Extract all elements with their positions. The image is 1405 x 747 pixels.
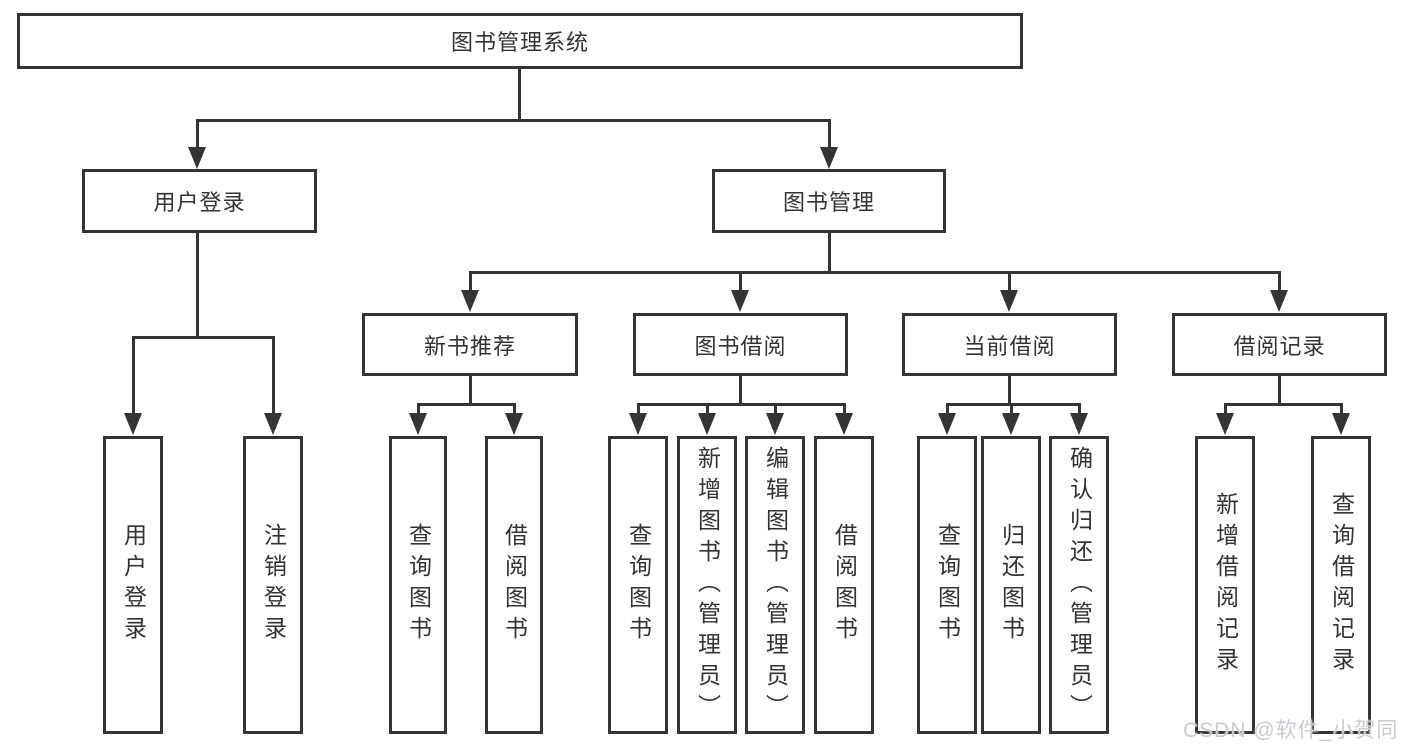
arrowhead-m2-c1 (1002, 413, 1020, 435)
connector-m2-stem (1008, 375, 1011, 405)
connector-m3-c0-drop (1224, 403, 1227, 416)
connector-m0-c1-drop (513, 403, 516, 416)
leaf-borrow-book-label: 借阅图书 (831, 523, 858, 647)
connector-m1-c3-drop (843, 403, 846, 416)
leaf-query-borrow-record-label: 查询借阅记录 (1328, 492, 1355, 678)
arrowhead-login (124, 413, 142, 435)
arrowhead-m2-c0 (938, 413, 956, 435)
leaf-new-book-borrow: 借阅图书 (485, 436, 543, 734)
arrowhead-book-borrow (731, 290, 749, 312)
node-current-borrowing-label: 当前借阅 (963, 333, 1056, 359)
leaf-current-query: 查询图书 (917, 436, 977, 734)
node-user-login-label: 用户登录 (153, 190, 246, 215)
connector-m1-c2-drop (774, 403, 777, 416)
arrowhead-current-borrow (1000, 290, 1018, 312)
arrowhead-borrow-record (1270, 290, 1288, 312)
node-user-login: 用户登录 (82, 169, 317, 233)
arrowhead-new-book (461, 290, 479, 312)
arrowhead-m0-c1 (505, 413, 523, 435)
leaf-confirm-return-admin-label: 确认归还（管理员） (1066, 445, 1093, 725)
leaf-add-book-admin-label: 新增图书（管理员） (694, 445, 721, 725)
connector-m1-stem (739, 375, 742, 405)
node-book-management-label: 图书管理 (782, 190, 875, 215)
connector-m1-c1-drop (706, 403, 709, 416)
leaf-new-book-borrow-label: 借阅图书 (501, 523, 528, 647)
node-new-book-recommend: 新书推荐 (362, 313, 578, 376)
connector-book-borrow-drop (739, 271, 742, 293)
connector-m1-c0-drop (637, 403, 640, 416)
leaf-logout-label: 注销登录 (260, 523, 287, 647)
arrowhead-m1-c2 (766, 413, 784, 435)
node-book-management: 图书管理 (712, 169, 946, 233)
connector-m1-bus (637, 403, 846, 406)
arrowhead-m0-c0 (409, 413, 427, 435)
node-borrowing-records-label: 借阅记录 (1233, 333, 1326, 359)
connector-root-stem (518, 68, 521, 121)
node-book-borrowing-label: 图书借阅 (694, 333, 787, 359)
leaf-add-borrow-record-label: 新增借阅记录 (1212, 492, 1239, 678)
leaf-new-book-query: 查询图书 (389, 436, 447, 734)
leaf-edit-book-admin: 编辑图书（管理员） (745, 436, 805, 734)
leaf-add-borrow-record: 新增借阅记录 (1195, 436, 1255, 734)
leaf-return-book: 归还图书 (981, 436, 1041, 734)
connector-m0-c0-drop (417, 403, 420, 416)
node-book-borrowing: 图书借阅 (633, 313, 848, 376)
connector-borrow-record-drop (1278, 271, 1281, 293)
leaf-user-login: 用户登录 (103, 436, 163, 734)
leaf-add-book-admin: 新增图书（管理员） (677, 436, 737, 734)
arrowhead-user-login (188, 147, 206, 169)
arrowhead-m1-c1 (698, 413, 716, 435)
arrowhead-m1-c3 (835, 413, 853, 435)
leaf-logout: 注销登录 (243, 436, 303, 734)
arrowhead-book-mgmt (820, 147, 838, 169)
leaf-new-book-query-label: 查询图书 (405, 523, 432, 647)
node-root: 图书管理系统 (17, 13, 1023, 69)
node-new-book-recommend-label: 新书推荐 (423, 333, 516, 359)
arrowhead-logout (264, 413, 282, 435)
node-root-label: 图书管理系统 (450, 30, 589, 55)
connector-modules-bus (469, 271, 1281, 274)
connector-user-login-drop (196, 119, 199, 150)
connector-new-book-drop (469, 271, 472, 293)
connector-login-drop (132, 336, 135, 416)
arrowhead-m3-c0 (1216, 413, 1234, 435)
csdn-watermark: CSDN @软件_小贺同学 (1183, 719, 1399, 742)
connector-book-mgmt-stem (828, 232, 831, 273)
leaf-borrow-query: 查询图书 (608, 436, 668, 734)
arrowhead-m2-c2 (1070, 413, 1088, 435)
node-borrowing-records: 借阅记录 (1172, 313, 1387, 376)
leaf-query-borrow-record: 查询借阅记录 (1311, 436, 1371, 734)
connector-m2-c2-drop (1078, 403, 1081, 416)
leaf-edit-book-admin-label: 编辑图书（管理员） (762, 445, 789, 725)
leaf-borrow-query-label: 查询图书 (625, 523, 652, 647)
connector-root-bus (196, 119, 831, 122)
connector-logout-drop (272, 336, 275, 416)
connector-m2-bus (946, 403, 1081, 406)
connector-m3-bus (1224, 403, 1343, 406)
node-current-borrowing: 当前借阅 (902, 313, 1117, 376)
connector-current-borrow-drop (1008, 271, 1011, 293)
connector-m0-stem (469, 375, 472, 405)
connector-user-login-stem (196, 232, 199, 338)
connector-m2-c0-drop (946, 403, 949, 416)
connector-m3-c1-drop (1340, 403, 1343, 416)
connector-user-login-bus (132, 336, 275, 339)
leaf-user-login-label: 用户登录 (120, 523, 147, 647)
leaf-borrow-book: 借阅图书 (814, 436, 874, 734)
arrowhead-m1-c0 (629, 413, 647, 435)
connector-m3-stem (1278, 375, 1281, 405)
leaf-confirm-return-admin: 确认归还（管理员） (1049, 436, 1109, 734)
leaf-current-query-label: 查询图书 (934, 523, 961, 647)
leaf-return-book-label: 归还图书 (998, 523, 1025, 647)
connector-m0-bus (417, 403, 516, 406)
connector-book-mgmt-drop (828, 119, 831, 150)
arrowhead-m3-c1 (1332, 413, 1350, 435)
connector-m2-c1-drop (1010, 403, 1013, 416)
